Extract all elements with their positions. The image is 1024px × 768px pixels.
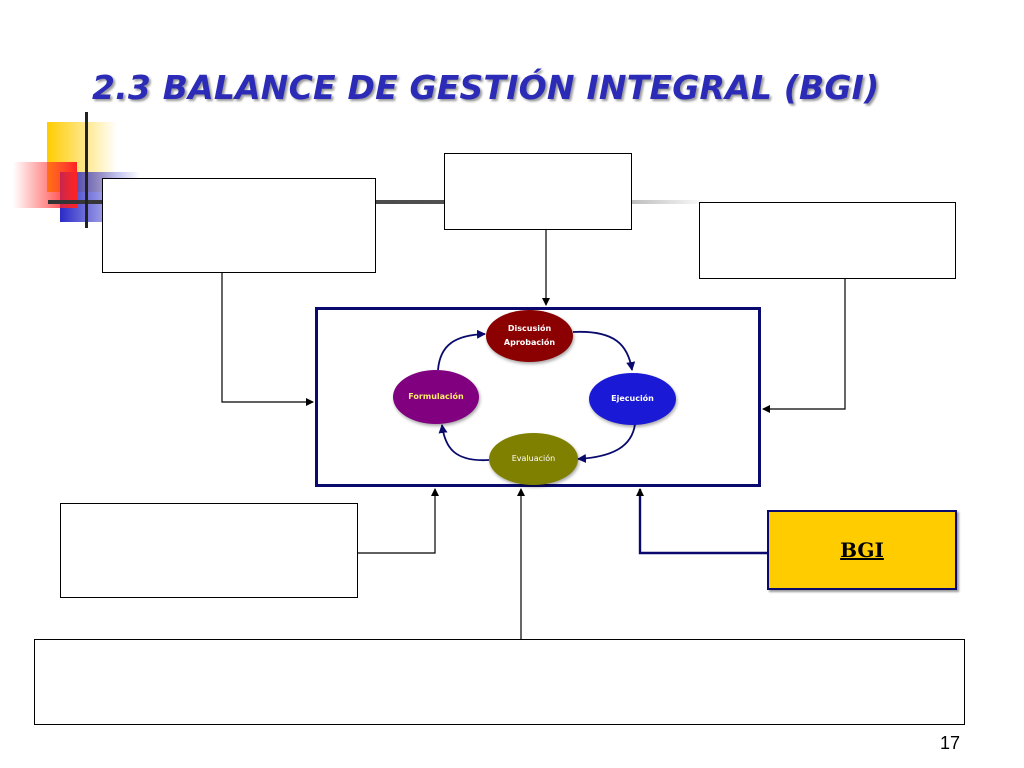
node-evaluacion-label: Evaluación — [511, 454, 556, 463]
top-left-input-box — [102, 178, 376, 273]
node-formulacion-label: Formulación — [408, 392, 464, 401]
bottom-left-input-box — [60, 503, 358, 598]
cycle-arrow-evaluacion-to-formulacion — [438, 424, 490, 461]
node-formulacion: Formulación — [393, 370, 479, 424]
arrow-top-right-to-frame — [762, 279, 846, 413]
top-center-input-box — [444, 153, 632, 230]
bottom-wide-input-box — [34, 639, 965, 725]
arrow-bgi-to-frame — [636, 488, 767, 555]
cycle-arrow-ejecucion-to-evaluacion — [577, 423, 636, 464]
decor-vertical-line — [85, 112, 88, 228]
page-number: 17 — [939, 733, 960, 753]
node-discusion-label: Discusión — [507, 324, 552, 333]
node-evaluacion: Evaluación — [489, 433, 578, 485]
slide-title: 2.3 BALANCE DE GESTIÓN INTEGRAL (BGI) — [92, 68, 880, 107]
cycle-frame — [315, 307, 761, 487]
arrow-bottom-left-to-frame — [358, 488, 439, 554]
arrow-top-left-to-frame — [221, 273, 314, 406]
bgi-box: BGI — [767, 510, 957, 590]
decor-horizontal-line — [48, 200, 708, 204]
cycle-arrow-discusion-to-ejecucion — [572, 331, 636, 371]
cycle-arrow-formulacion-to-discusion — [437, 329, 486, 371]
node-ejecucion-label: Ejecución — [611, 394, 654, 403]
node-aprobacion-label: Aprobación — [503, 338, 556, 347]
top-right-input-box — [699, 202, 956, 279]
bgi-label: BGI — [840, 538, 884, 562]
node-ejecucion: Ejecución — [589, 373, 676, 425]
node-discusion-aprobacion: Discusión Aprobación — [486, 310, 573, 362]
